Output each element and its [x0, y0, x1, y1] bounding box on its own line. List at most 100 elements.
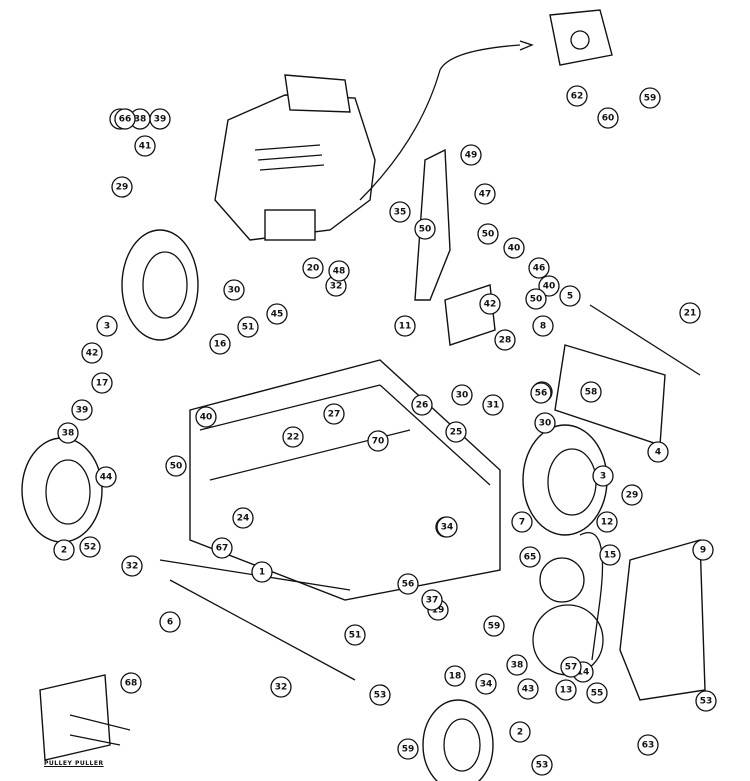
callout-label: 32: [275, 683, 288, 693]
callout-20: 20: [302, 257, 324, 279]
callout-label: 1: [259, 568, 265, 578]
callout-62: 62: [566, 85, 588, 107]
callout-label: 42: [484, 300, 497, 310]
callout-label: 39: [154, 115, 167, 125]
callout-1: 1: [251, 561, 273, 583]
callout-41: 41: [134, 135, 156, 157]
callout-18: 18: [444, 665, 466, 687]
callout-label: 38: [134, 115, 147, 125]
callout-39: 39: [149, 108, 171, 130]
callout-label: 50: [482, 230, 495, 240]
callout-label: 35: [394, 208, 407, 218]
callout-50: 50: [414, 218, 436, 240]
callout-67: 67: [211, 537, 233, 559]
callout-53: 53: [695, 690, 717, 712]
callout-57: 57: [560, 656, 582, 678]
callout-34: 34: [475, 673, 497, 695]
callout-24: 24: [232, 507, 254, 529]
callout-label: 40: [200, 413, 213, 423]
callout-40: 40: [503, 237, 525, 259]
callout-label: 21: [684, 309, 697, 319]
callout-label: 13: [560, 686, 573, 696]
callout-59: 59: [483, 615, 505, 637]
callout-label: 67: [216, 544, 229, 554]
callout-29: 29: [621, 484, 643, 506]
callout-label: 30: [456, 391, 469, 401]
callout-label: 70: [372, 437, 385, 447]
callout-48: 48: [328, 260, 350, 282]
callout-label: 44: [100, 473, 113, 483]
callout-26: 26: [411, 394, 433, 416]
callout-label: 66: [119, 115, 132, 125]
callout-label: 45: [271, 310, 284, 320]
callout-label: 51: [242, 323, 255, 333]
callout-label: 8: [540, 322, 546, 332]
callout-label: 26: [416, 401, 429, 411]
callout-label: 25: [450, 428, 463, 438]
callout-label: 22: [287, 433, 300, 443]
callout-label: 6: [167, 618, 173, 628]
callout-label: 53: [374, 691, 387, 701]
callout-3: 3: [592, 465, 614, 487]
callout-label: 34: [441, 523, 454, 533]
callout-66: 66: [114, 108, 136, 130]
callout-2: 2: [509, 721, 531, 743]
callout-label: 65: [524, 553, 537, 563]
callout-label: 34: [480, 680, 493, 690]
callout-label: 68: [125, 679, 138, 689]
callout-label: 28: [499, 336, 512, 346]
callout-50: 50: [477, 223, 499, 245]
callout-label: 58: [585, 388, 598, 398]
callout-28: 28: [494, 329, 516, 351]
callout-label: 38: [62, 429, 75, 439]
callout-label: 2: [517, 728, 523, 738]
callout-4: 4: [647, 441, 669, 463]
callout-label: 14: [577, 668, 590, 678]
callout-8: 8: [532, 315, 554, 337]
callout-label: 49: [465, 151, 478, 161]
callout-label: 42: [86, 349, 99, 359]
callout-label: 16: [214, 340, 227, 350]
callout-6: 6: [159, 611, 181, 633]
callout-59: 59: [639, 87, 661, 109]
callout-label: 59: [644, 94, 657, 104]
callout-42: 42: [479, 293, 501, 315]
callout-label: 50: [530, 295, 543, 305]
callout-label: 48: [333, 267, 346, 277]
callout-35: 35: [389, 201, 411, 223]
callout-56: 56: [530, 382, 552, 404]
callout-label: 3: [104, 322, 110, 332]
callout-layer: 1223345678911121314151617181920212224252…: [53, 85, 717, 776]
wheel-drawings: [21, 229, 608, 781]
gearbox-drawing: [549, 9, 613, 66]
callout-32: 32: [121, 555, 143, 577]
callout-label: 59: [488, 622, 501, 632]
callout-30: 30: [534, 412, 556, 434]
callout-58: 58: [580, 381, 602, 403]
callout-50: 50: [525, 288, 547, 310]
callout-label: 11: [399, 322, 412, 332]
callout-label: 46: [533, 264, 546, 274]
callout-label: 9: [700, 546, 706, 556]
callout-49: 49: [460, 144, 482, 166]
callout-30: 30: [223, 279, 245, 301]
callout-label: 17: [96, 379, 109, 389]
callout-53: 53: [369, 684, 391, 706]
callout-label: 50: [419, 225, 432, 235]
callout-label: 43: [522, 685, 535, 695]
engine-drawing: [214, 40, 534, 241]
belt-pulley-drawing: [532, 532, 604, 676]
callout-label: 41: [139, 142, 152, 152]
callout-label: 56: [535, 389, 548, 399]
callout-37: 37: [421, 589, 443, 611]
callout-11: 11: [394, 315, 416, 337]
callout-47: 47: [474, 183, 496, 205]
callout-68: 68: [120, 672, 142, 694]
callout-9: 9: [692, 539, 714, 561]
callout-label: 55: [591, 689, 604, 699]
callout-5: 5: [559, 285, 581, 307]
callout-70: 70: [367, 430, 389, 452]
callout-label: 32: [126, 562, 139, 572]
callout-55: 55: [586, 682, 608, 704]
